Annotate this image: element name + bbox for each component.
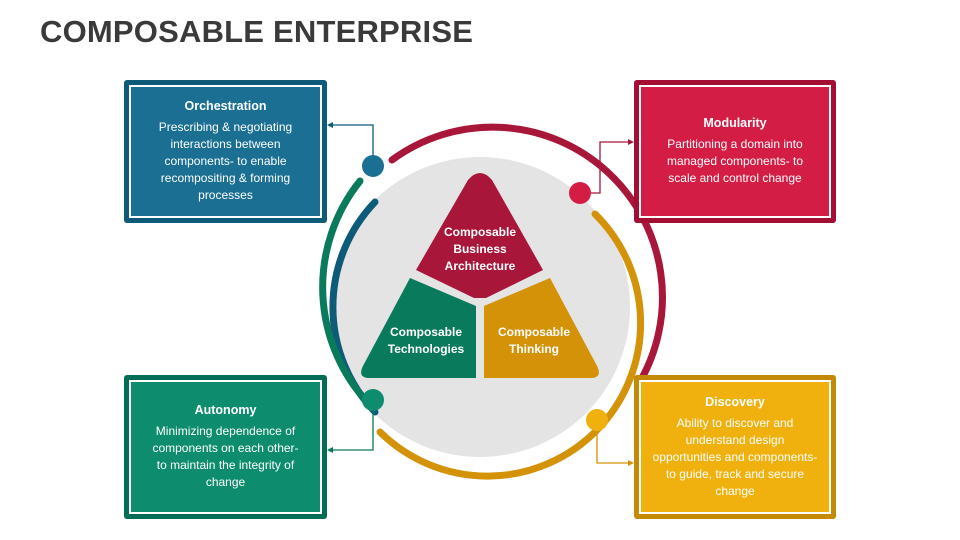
dot-autonomy — [362, 389, 384, 411]
card-autonomy-inner: Autonomy Minimizing dependence of compon… — [129, 380, 322, 514]
outer-arc-green — [319, 177, 374, 409]
card-autonomy: Autonomy Minimizing dependence of compon… — [124, 375, 327, 519]
outer-arc-crimson — [388, 123, 666, 389]
triangle-right — [484, 278, 599, 378]
triangle-right-label: Composable Thinking — [497, 325, 570, 356]
card-orchestration-body: Prescribing & negotiating interactions b… — [158, 120, 293, 202]
arrow-autonomy — [327, 447, 333, 453]
card-modularity-body: Partitioning a domain into managed compo… — [666, 137, 804, 185]
triangle-top-label: Composable Business Architecture — [443, 225, 516, 273]
card-discovery-inner: Discovery Ability to discover and unders… — [639, 380, 831, 514]
triangle-left — [361, 278, 476, 378]
card-discovery-body: Ability to discover and understand desig… — [652, 415, 818, 498]
triangle-top — [416, 173, 543, 298]
card-orchestration-title: Orchestration — [184, 99, 267, 113]
card-discovery: Discovery Ability to discover and unders… — [634, 375, 836, 519]
arrow-discovery — [628, 460, 634, 466]
card-modularity: Modularity Partitioning a domain into ma… — [634, 80, 836, 223]
card-orchestration-inner: Orchestration Prescribing & negotiating … — [129, 85, 322, 218]
arrow-modularity — [628, 139, 634, 145]
arrow-orchestration — [327, 122, 333, 128]
card-discovery-title: Discovery — [705, 394, 765, 409]
dot-modularity — [569, 182, 591, 204]
triangle-left-label: Composable Technologies — [387, 325, 465, 356]
center-circle — [330, 157, 630, 457]
dot-discovery — [586, 409, 608, 431]
card-modularity-title: Modularity — [703, 116, 767, 130]
card-orchestration: Orchestration Prescribing & negotiating … — [124, 80, 327, 223]
card-autonomy-body: Minimizing dependence of components on e… — [152, 424, 299, 489]
card-modularity-inner: Modularity Partitioning a domain into ma… — [639, 85, 831, 218]
page-title: COMPOSABLE ENTERPRISE — [40, 14, 474, 49]
connector-discovery — [596, 420, 632, 464]
connector-orchestration — [329, 124, 374, 166]
connector-autonomy — [329, 400, 374, 451]
card-autonomy-title: Autonomy — [194, 403, 257, 417]
dot-orchestration — [362, 155, 384, 177]
